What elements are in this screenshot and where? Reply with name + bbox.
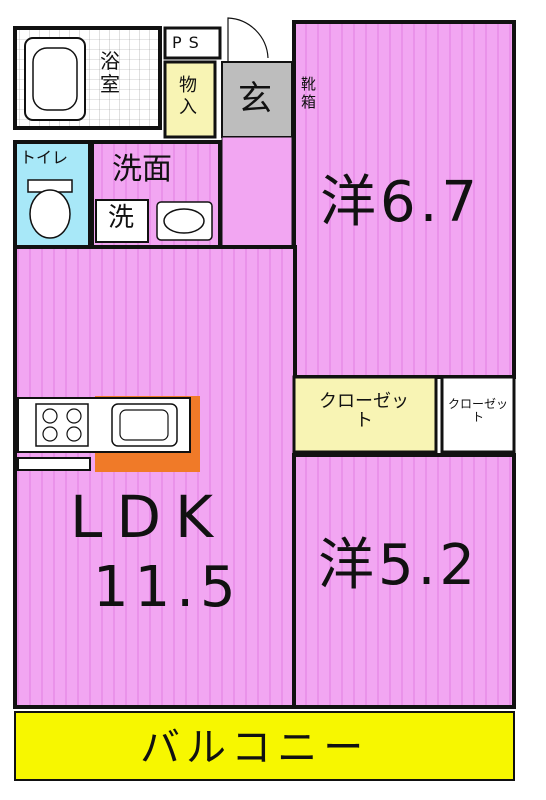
ps-space	[163, 26, 222, 60]
entrance-label: 玄	[238, 79, 272, 119]
toilet-icon	[27, 179, 73, 239]
western-room-2-label: 洋5.2	[318, 533, 480, 598]
kitchen-shelf	[17, 457, 91, 471]
closet-1-label: クローゼット	[319, 391, 409, 432]
closet-2-label: クローゼット	[448, 397, 509, 424]
stove-icon	[35, 403, 89, 447]
entrance-door-swing	[227, 17, 269, 62]
western-room-2	[292, 453, 516, 709]
ldk-name-label: LDK	[70, 483, 228, 551]
washroom-label: 洗面	[112, 152, 172, 187]
wash-basin-icon	[156, 201, 213, 241]
washer-space	[95, 199, 149, 243]
sink-icon	[111, 403, 178, 447]
western-room-1	[292, 20, 516, 379]
ldk-size-label: 11.5	[93, 555, 242, 620]
hallway-floor	[221, 136, 293, 248]
ps-label: PS	[172, 33, 206, 52]
storage-closet	[163, 60, 217, 139]
balcony-label: バルコニー	[140, 725, 370, 771]
shoe-box-label: 靴箱	[301, 75, 317, 111]
closet-2	[440, 375, 516, 454]
bath-label: 浴室	[100, 49, 120, 96]
western-room-1-label: 洋6.7	[320, 170, 482, 235]
washer-label: 洗	[108, 203, 135, 233]
bathtub-icon	[24, 37, 86, 121]
ldk-room	[13, 245, 297, 709]
toilet-label: トイレ	[20, 148, 69, 167]
closet-1	[292, 375, 438, 454]
balcony	[14, 711, 515, 781]
storage-label: 物入	[179, 75, 197, 118]
